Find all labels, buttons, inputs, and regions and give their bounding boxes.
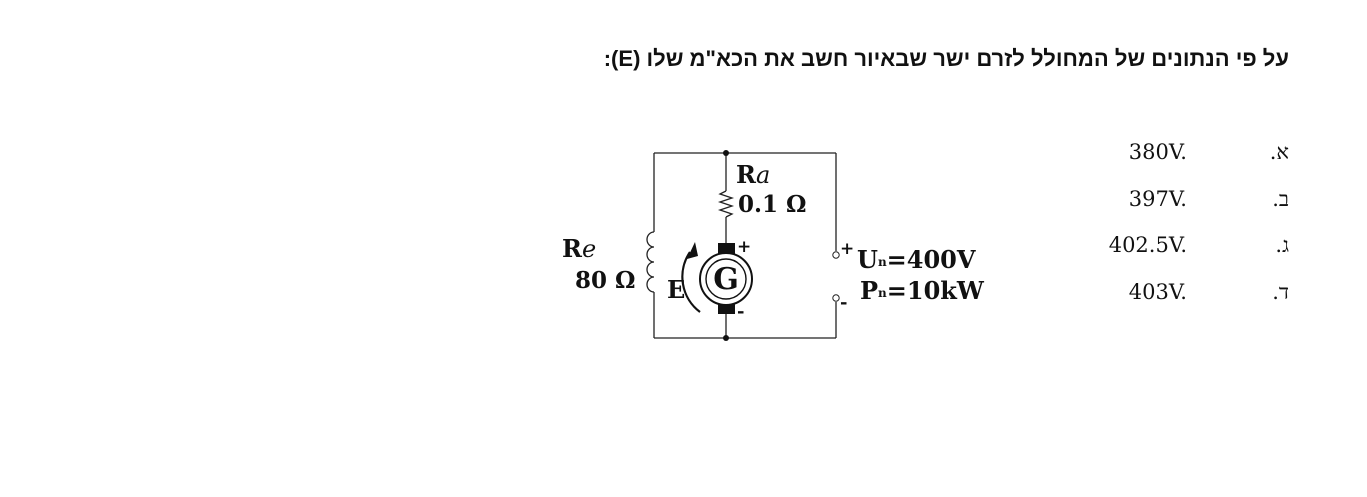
generator-inner-circle bbox=[705, 258, 747, 300]
top-junction bbox=[723, 150, 729, 156]
option-value: 397V. bbox=[1128, 186, 1187, 211]
emf-arrowhead-icon bbox=[687, 242, 698, 259]
option-value: 380V. bbox=[1128, 140, 1187, 164]
question-text: על פי הנתונים של המחולל לזרם ישר שבאיור … bbox=[603, 46, 1289, 71]
ra-value: 0.1 Ω bbox=[738, 191, 807, 218]
option-letter: א. bbox=[1269, 140, 1289, 164]
negative-terminal bbox=[832, 294, 840, 302]
option-d[interactable]: ד. 403V. bbox=[1069, 276, 1289, 323]
option-b[interactable]: ב. 397V. bbox=[1069, 183, 1289, 230]
rated-power-label: Pn=10kW bbox=[860, 276, 985, 305]
re-value: 80 Ω bbox=[575, 267, 636, 294]
positive-terminal bbox=[832, 251, 840, 259]
emf-label: E bbox=[667, 275, 685, 304]
rated-voltage-label: Un=400V bbox=[857, 245, 976, 274]
option-letter: ג. bbox=[1275, 233, 1289, 257]
armature-resistor bbox=[717, 190, 735, 218]
option-value: 403V. bbox=[1128, 279, 1187, 304]
ra-label: Ra bbox=[736, 160, 770, 189]
terminal-plus-sign: + bbox=[840, 239, 854, 259]
answer-options: א. 380V. ב. 397V. ג. 402.5V. ד. 403V. bbox=[1069, 136, 1289, 322]
field-winding-coil bbox=[646, 231, 655, 293]
generator-minus-sign: - bbox=[737, 301, 744, 322]
option-letter: ב. bbox=[1272, 186, 1289, 211]
terminal-minus-sign: - bbox=[840, 292, 847, 313]
generator-plus-sign: + bbox=[737, 237, 751, 257]
circuit-svg: G + - + - Ra 0.1 Ω Re 80 Ω E Un=400V Pn=… bbox=[562, 150, 985, 341]
option-value: 402.5V. bbox=[1108, 233, 1187, 257]
option-c[interactable]: ג. 402.5V. bbox=[1069, 229, 1289, 276]
re-label: Re bbox=[562, 234, 596, 263]
option-letter: ד. bbox=[1272, 279, 1289, 304]
generator-circle bbox=[699, 252, 753, 306]
generator-label: G bbox=[713, 262, 739, 297]
emf-arc bbox=[681, 251, 701, 313]
option-a[interactable]: א. 380V. bbox=[1069, 136, 1289, 183]
bottom-junction bbox=[723, 335, 729, 341]
circuit-diagram: G + - + - Ra 0.1 Ω Re 80 Ω E Un=400V Pn=… bbox=[560, 138, 990, 348]
